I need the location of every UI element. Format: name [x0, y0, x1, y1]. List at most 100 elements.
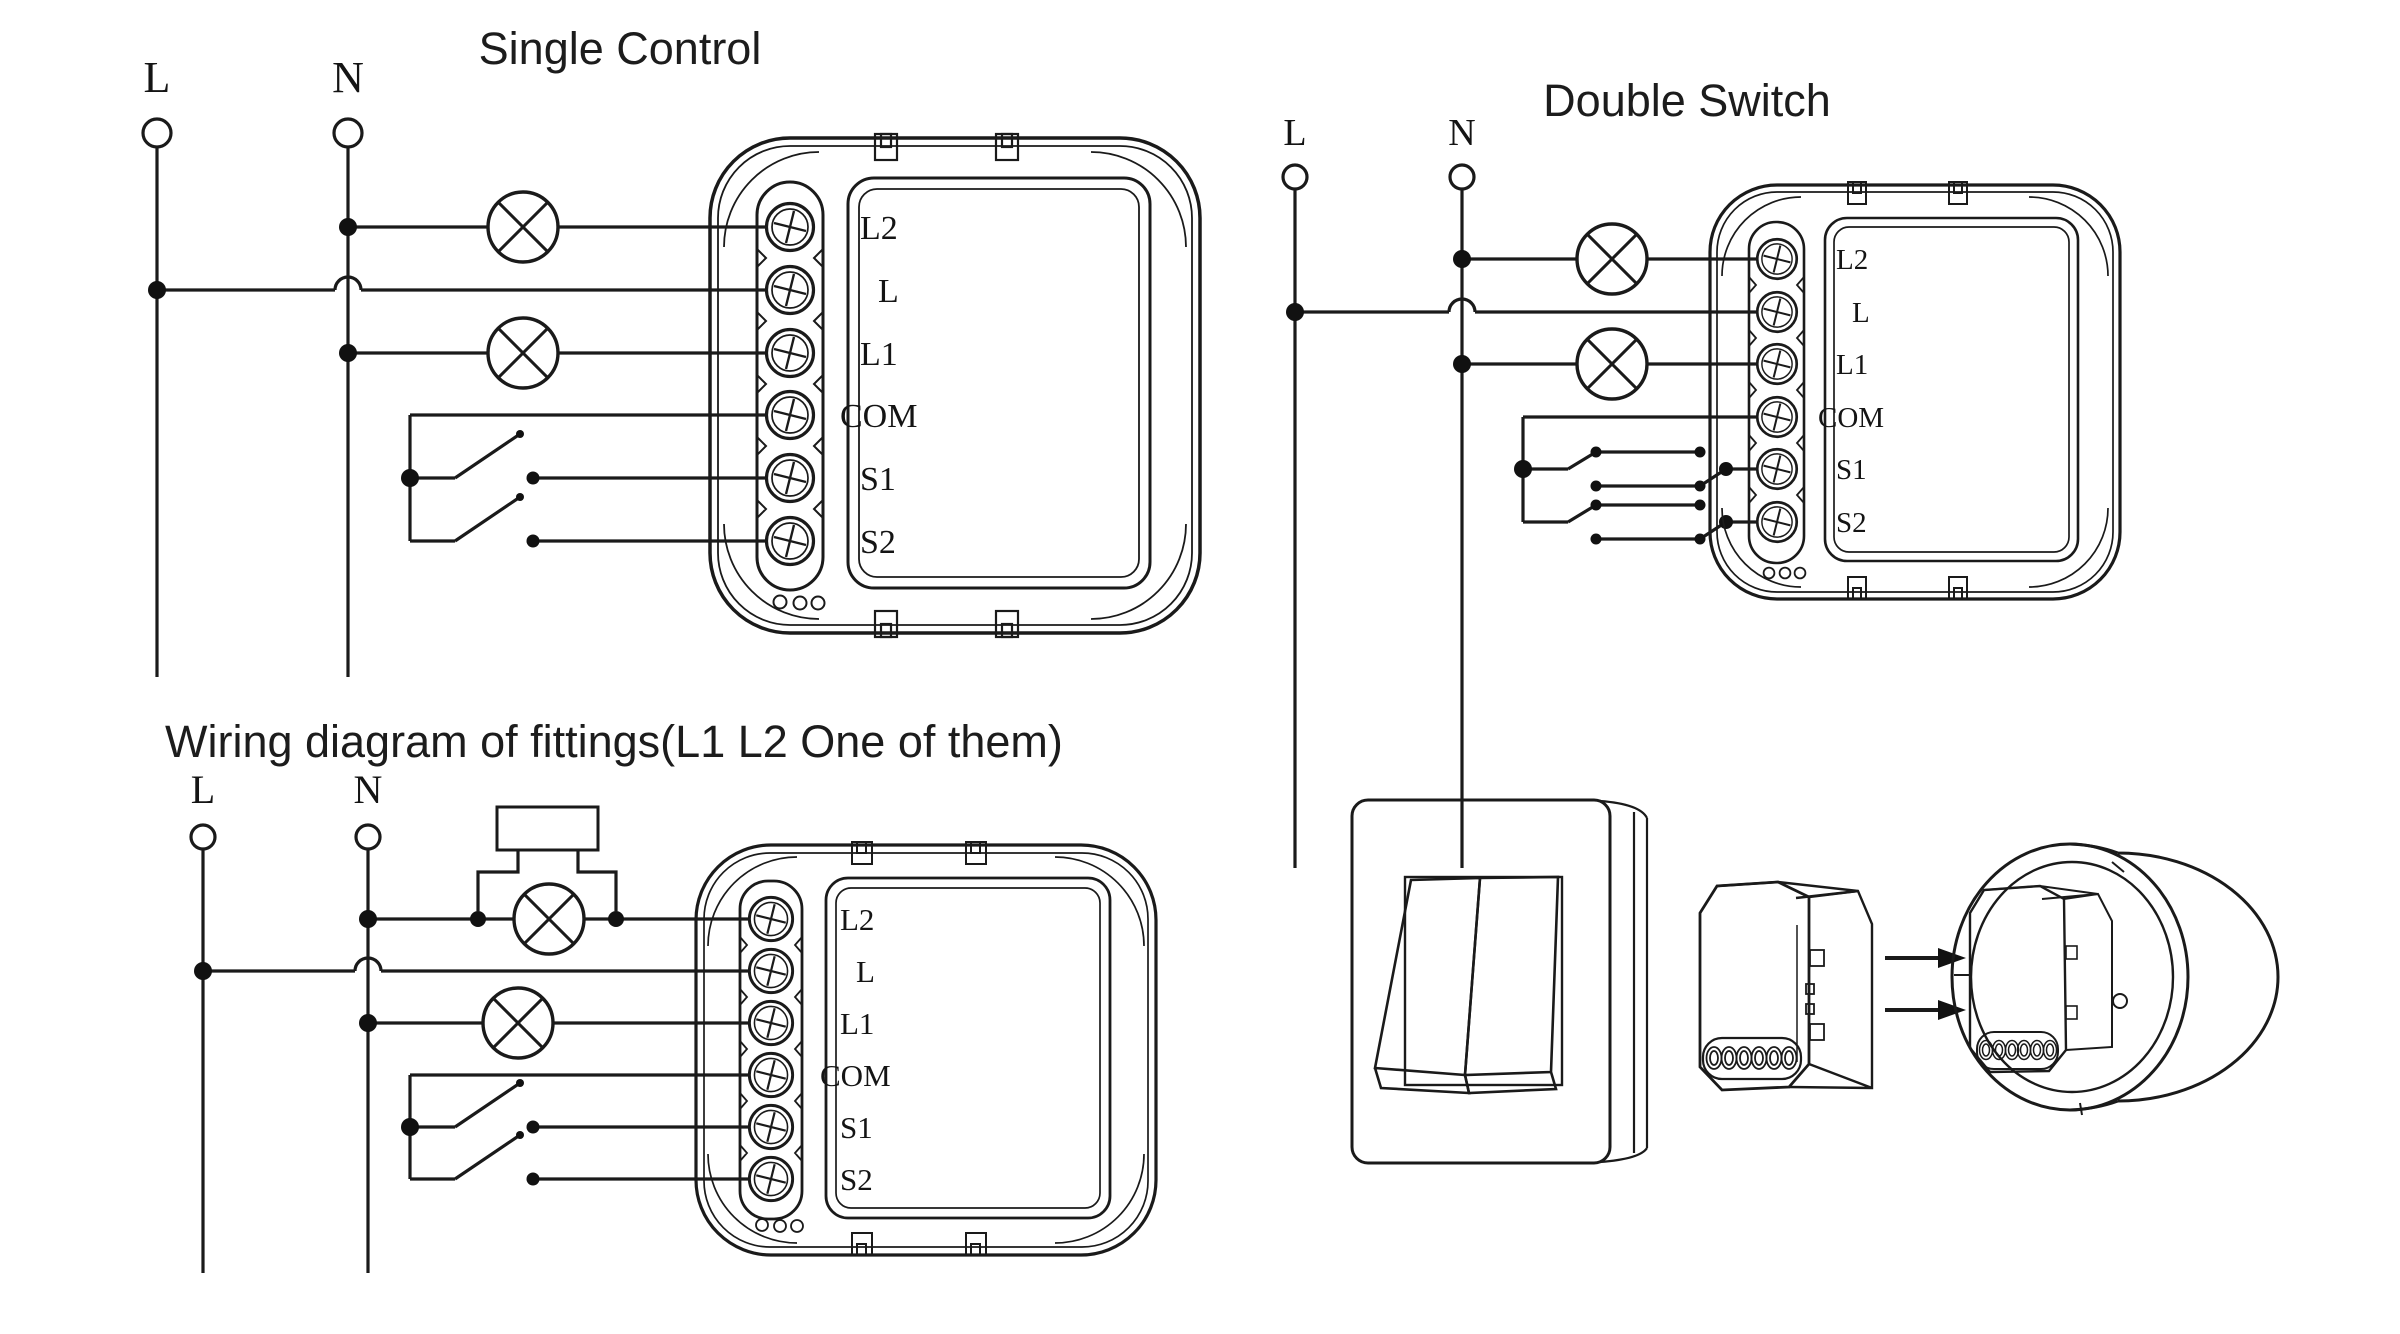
switch-contact-dots — [1590, 446, 1733, 545]
label-panel-inner — [858, 188, 1140, 578]
single-control-title: Single Control — [479, 23, 762, 74]
lamp-icon — [1575, 222, 1649, 296]
terminal-label-s1: S1 — [840, 1110, 873, 1145]
terminal-holes-strip — [1976, 1031, 2059, 1070]
terminal-screw-icon — [764, 389, 816, 441]
junction-dot — [1286, 303, 1304, 321]
smart-module: L2 L L1 COM S1 S2 — [694, 841, 1158, 1257]
terminal-strip-notches — [1748, 276, 1805, 504]
module-terminal-labels: L2 L L1 COM S1 S2 — [1818, 244, 1884, 539]
module-top-face — [1716, 880, 1859, 900]
module-side-face — [1788, 889, 1874, 1090]
switch-blade-tip-dot — [516, 1079, 524, 1087]
module-3d-illustration — [1698, 880, 1874, 1092]
switch-blade-tip-dot — [516, 430, 524, 438]
terminal-screw-icon — [764, 327, 816, 379]
terminal-screw-icon — [747, 947, 795, 995]
switch-2-blade — [410, 1133, 521, 1181]
live-terminal-circle — [1281, 163, 1309, 191]
module-side-face — [2063, 892, 2113, 1051]
box-screw-hole — [2112, 993, 2128, 1009]
junction-box-illustration — [1950, 842, 2280, 1116]
live-terminal-circle — [141, 117, 173, 149]
single-control-diagram: Single Control L N — [141, 23, 1202, 677]
label-panel — [1823, 216, 2080, 563]
switch-blade-tip-dot — [516, 493, 524, 501]
junction-dot — [339, 218, 357, 236]
junction-dot — [1514, 460, 1532, 478]
module-in-box — [1968, 884, 2113, 1074]
double-switch-title: Double Switch — [1543, 75, 1831, 126]
two-way-switch-2-travelers — [1596, 503, 1700, 541]
terminal-screw-icon — [747, 1051, 795, 1099]
terminal-holes-strip — [1701, 1036, 1803, 1081]
corner-seams — [1721, 196, 2109, 588]
terminal-strip-notches — [739, 936, 803, 1162]
module-terminal-labels: L2 L L1 COM S1 S2 — [820, 902, 891, 1197]
neutral-label: N — [354, 767, 383, 812]
label-panel-inner — [835, 887, 1101, 1209]
lamp-icon — [486, 190, 560, 264]
neutral-label: N — [1448, 112, 1475, 154]
label-panel — [846, 176, 1152, 590]
terminal-screw-icon — [1755, 290, 1799, 334]
terminal-strip — [738, 879, 804, 1221]
lamp-icon — [481, 986, 555, 1060]
terminal-holes — [1978, 1039, 2058, 1061]
terminal-label-s2: S2 — [1836, 507, 1867, 539]
lamp-icon — [512, 882, 586, 956]
corner-seams — [707, 856, 1145, 1244]
terminal-screw-icon — [764, 452, 816, 504]
junction-dot — [470, 911, 486, 927]
terminal-strip — [1747, 220, 1806, 565]
junction-dot — [339, 344, 357, 362]
live-label: L — [144, 53, 171, 102]
fittings-diagram: Wiring diagram of fittings(L1 L2 One of … — [165, 716, 1158, 1273]
module-shell — [694, 843, 1158, 1257]
mounting-tabs — [851, 841, 987, 1256]
lamp-icon — [486, 316, 560, 390]
terminal-label-l2: L2 — [860, 210, 898, 247]
terminal-label-s2: S2 — [860, 524, 896, 561]
terminal-screw-icon — [747, 1103, 795, 1151]
junction-dot — [608, 911, 624, 927]
terminal-screw-icon — [747, 895, 795, 943]
switch-1-blade — [410, 432, 521, 480]
terminal-label-l: L — [878, 273, 899, 310]
neutral-terminal-circle — [332, 117, 364, 149]
terminal-strip — [755, 180, 825, 592]
neutral-label: N — [332, 53, 364, 102]
switch-1-blade — [410, 1081, 521, 1129]
terminal-screw-icon — [1755, 500, 1799, 544]
terminal-screw-icon — [1755, 342, 1799, 386]
live-feed-wire — [203, 956, 766, 973]
junction-dot — [359, 1014, 377, 1032]
smart-module: L2 L L1 COM S1 S2 — [1708, 181, 2122, 601]
lamp-icon — [1575, 327, 1649, 401]
module-shell — [708, 136, 1202, 635]
terminal-label-com: COM — [840, 398, 917, 435]
terminal-label-s2: S2 — [840, 1162, 873, 1197]
terminal-label-l2: L2 — [1836, 244, 1868, 276]
switch-blade-tip-dot — [516, 1131, 524, 1139]
double-switch-diagram: Double Switch L N — [1281, 75, 2122, 868]
terminal-label-l: L — [1852, 297, 1870, 329]
live-feed-wire — [1295, 297, 1772, 314]
box-body — [2069, 842, 2280, 1112]
terminal-screw-icon — [764, 515, 816, 567]
module-side-clips — [2065, 945, 2078, 1020]
terminal-label-com: COM — [820, 1058, 891, 1093]
two-way-switch-2-left — [1523, 503, 1597, 524]
module-side-clips — [1805, 949, 1825, 1041]
module-top-face — [1983, 884, 2099, 900]
terminal-strip-notches — [756, 248, 824, 519]
smart-module: L2 L L1 COM S1 S2 — [708, 132, 1202, 639]
junction-dot — [1453, 250, 1471, 268]
terminal-screw-icon — [747, 999, 795, 1047]
switch-plate-side — [1599, 799, 1649, 1164]
terminal-screw-icon — [747, 1155, 795, 1203]
live-label: L — [1283, 112, 1306, 154]
switch-contact-dot — [526, 534, 540, 548]
installation-illustration — [1350, 798, 2280, 1165]
